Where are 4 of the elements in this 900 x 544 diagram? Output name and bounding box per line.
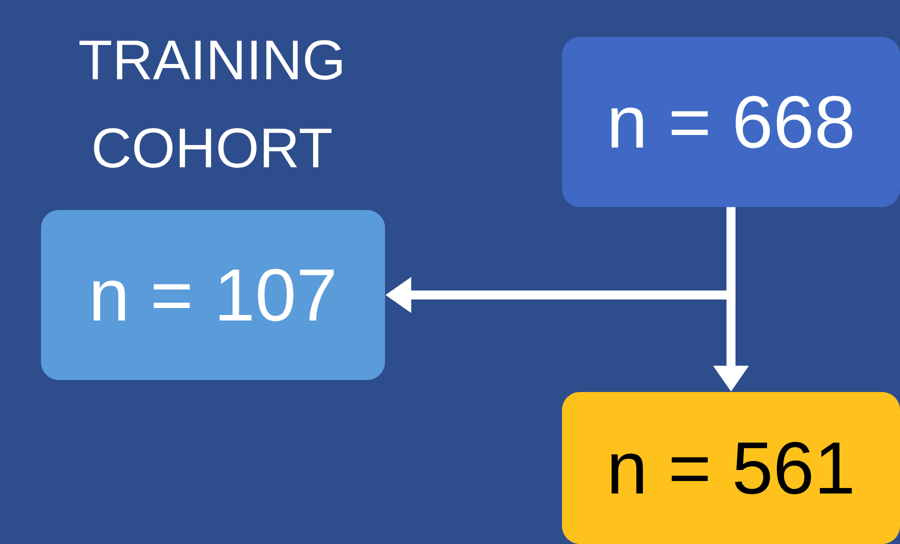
count-box: n = 668	[562, 37, 900, 207]
title: TRAINING COHORT	[79, 40, 342, 168]
count-box: n = 107	[41, 210, 385, 380]
count-box: n = 561	[562, 392, 900, 544]
